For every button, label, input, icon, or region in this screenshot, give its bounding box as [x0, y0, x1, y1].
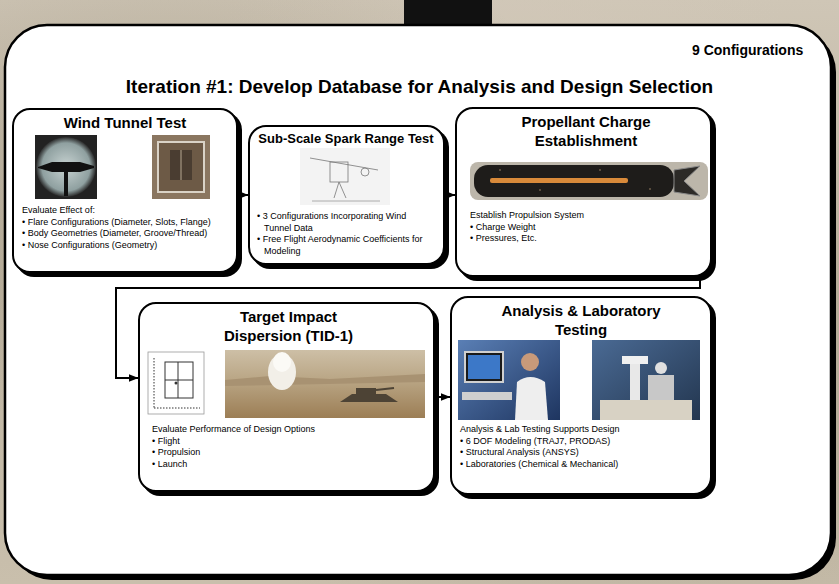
wind-tunnel-model-photo — [152, 135, 210, 199]
label-wrapper: 9 Configurations — [692, 42, 803, 58]
bullet-item: • Nose Configurations (Geometry) — [22, 240, 228, 252]
box-body: Analysis & Lab Testing Supports Design• … — [460, 424, 702, 470]
diagram-title: Iteration #1: Develop Database for Analy… — [0, 76, 839, 98]
bullet-item: • Laboratories (Chemical & Mechanical) — [460, 459, 702, 471]
flow-arrow — [445, 194, 455, 196]
process-box: Analysis & Laboratory TestingAnalysis & … — [450, 296, 712, 495]
box-body: Establish Propulsion System• Charge Weig… — [470, 210, 702, 245]
flow-arrow — [435, 396, 450, 398]
box-body: Evaluate Performance of Design Options• … — [152, 424, 425, 470]
bullet-item: • Free Flight Aerodynamic Coefficients f… — [257, 234, 435, 257]
bullet-item: • 3 Configurations Incorporating Wind Tu… — [257, 211, 435, 234]
configuration-count: 9 Configurations — [692, 42, 803, 58]
bullet-item: • Body Geometries (Diameter, Groove/Thre… — [22, 228, 228, 240]
laboratory-photo — [592, 340, 700, 420]
wind-tunnel-photo — [35, 135, 97, 199]
bullet-item: • Propulsion — [152, 447, 425, 459]
box-heading: Sub-Scale Spark Range Test — [257, 131, 435, 147]
bullet-item: • Launch — [152, 459, 425, 471]
flow-arrow — [238, 194, 248, 196]
dispersion-chart — [148, 352, 204, 414]
body-text: Evaluate Performance of Design Options — [152, 424, 425, 436]
box-heading: Propellant Charge Establishment — [502, 113, 670, 151]
propellant-charge-photo — [470, 162, 708, 200]
test-box: Wind Tunnel TestEvaluate Effect of:• Fla… — [12, 108, 238, 273]
spark-range-sketch — [300, 148, 390, 205]
box-heading: Analysis & Laboratory Testing — [497, 302, 665, 340]
test-box: Sub-Scale Spark Range Test • 3 Configurat… — [248, 125, 445, 265]
body-text: Evaluate Effect of: — [22, 205, 228, 217]
bullet-item: • Charge Weight — [470, 222, 702, 234]
box-heading: Target Impact Dispersion (TID-1) — [205, 308, 373, 346]
bullet-item: • 6 DOF Modeling (TRAJ7, PRODAS) — [460, 436, 702, 448]
title-wrapper: Iteration #1: Develop Database for Analy… — [0, 76, 839, 98]
bullet-item: • Flight — [152, 436, 425, 448]
computer-analysis-photo — [458, 340, 560, 420]
box-body: • 3 Configurations Incorporating Wind Tu… — [257, 211, 435, 257]
bullet-item: • Flare Configurations (Diameter, Slots,… — [22, 217, 228, 229]
test-range-photo — [225, 350, 425, 418]
bullet-item: • Pressures, Etc. — [470, 233, 702, 245]
box-heading: Wind Tunnel Test — [22, 114, 228, 133]
body-text: Establish Propulsion System — [470, 210, 702, 222]
box-body: Evaluate Effect of:• Flare Configuration… — [22, 205, 228, 251]
test-box: Target Impact Dispersion (TID-1) Evaluate… — [138, 302, 435, 492]
body-text: Analysis & Lab Testing Supports Design — [460, 424, 702, 436]
process-box: Propellant Charge EstablishmentEstablish… — [455, 107, 712, 277]
bullet-item: • Structural Analysis (ANSYS) — [460, 447, 702, 459]
